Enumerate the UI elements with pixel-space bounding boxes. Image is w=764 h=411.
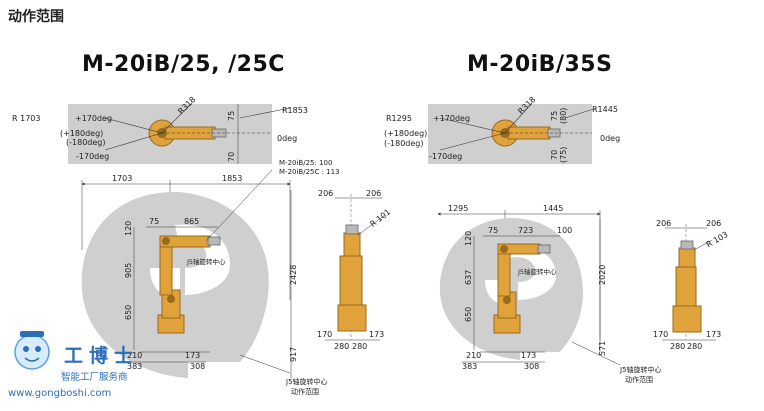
- right-side-dim-75: 75: [488, 226, 498, 235]
- right-side-j5-note-1: J5轴旋转中心: [619, 365, 662, 374]
- left-side-callout-1: M-20iB/25: 100: [279, 159, 332, 167]
- right-top-r-front: R1445: [592, 105, 618, 114]
- left-top-dim-70: 70: [227, 152, 236, 162]
- left-front-dim-206a: 206: [318, 189, 333, 198]
- left-side-dim-173: 173: [185, 351, 200, 360]
- right-side-dim-173: 173: [521, 351, 536, 360]
- left-side-dim-1703: 1703: [112, 174, 132, 183]
- right-front-dim-280a: 280: [670, 342, 685, 351]
- right-side-envelope: [439, 218, 584, 360]
- left-model-title: M-20iB/25, /25C: [82, 52, 285, 77]
- left-top-angle-neg-alt: (-180deg): [66, 138, 105, 147]
- left-side-dim-75: 75: [149, 217, 159, 226]
- right-side-j5-note-2: 动作范围: [625, 375, 653, 384]
- left-top-dim-75: 75: [227, 111, 236, 121]
- left-side-dim-917: 917: [289, 347, 298, 362]
- left-front-dim-170: 170: [317, 330, 332, 339]
- right-top-view: R1295 +170deg (+180deg) (-180deg) -170de…: [384, 95, 620, 164]
- left-side-dim-865: 865: [184, 217, 199, 226]
- right-model-title: M-20iB/35S: [467, 52, 613, 77]
- right-top-angle-neg: -170deg: [429, 152, 462, 161]
- right-side-dim-210: 210: [466, 351, 481, 360]
- left-top-angle-neg: -170deg: [76, 152, 109, 161]
- left-front-dim-206b: 206: [366, 189, 381, 198]
- right-front-r-label: R 103: [705, 230, 730, 249]
- watermark-name: 工博士: [64, 345, 140, 367]
- left-side-dim-1853: 1853: [222, 174, 242, 183]
- right-front-dim-170: 170: [653, 330, 668, 339]
- left-side-envelope: [81, 191, 269, 378]
- watermark-tagline: 智能工厂服务商: [61, 372, 128, 383]
- left-front-view: 206 206 R 101 170 173 280 280: [317, 189, 392, 351]
- left-top-zero: 0deg: [277, 134, 297, 143]
- left-side-robot: [157, 235, 221, 334]
- left-front-robot: [337, 224, 367, 332]
- right-side-view: 1295 1445 75 723 100 120 637 650 2020: [437, 204, 662, 384]
- left-side-j5-note-2: 动作范围: [291, 387, 319, 396]
- right-front-dim-280b: 280: [687, 342, 702, 351]
- right-front-dim-206a: 206: [656, 219, 671, 228]
- watermark-mascot-icon: [14, 331, 50, 370]
- right-top-angle-pos: +170deg: [433, 114, 470, 123]
- left-side-dim-905: 905: [124, 263, 133, 278]
- left-side-dim-383: 383: [127, 362, 142, 371]
- left-top-angle-pos-alt: (+180deg): [60, 129, 103, 138]
- left-side-dim-120: 120: [124, 221, 133, 236]
- right-side-dim-723: 723: [518, 226, 533, 235]
- left-side-callout-2: M-20iB/25C : 113: [279, 168, 340, 176]
- left-front-dim-280b: 280: [352, 342, 367, 351]
- right-top-r-outer: R1295: [386, 114, 412, 123]
- right-side-j5-label: J5轴旋转中心: [517, 267, 557, 276]
- left-side-dim-650: 650: [124, 305, 133, 320]
- left-top-angle-pos: +170deg: [75, 114, 112, 123]
- right-side-dim-1445: 1445: [543, 204, 563, 213]
- right-side-robot: [493, 243, 551, 334]
- right-side-dim-571: 571: [598, 341, 607, 356]
- right-side-dim-650: 650: [464, 307, 473, 322]
- right-top-dim-75: 75: [550, 111, 559, 121]
- right-top-dim-75b: (75): [559, 147, 568, 163]
- left-front-r-label: R 101: [368, 207, 392, 228]
- right-side-dim-2020: 2020: [598, 265, 607, 285]
- left-side-dim-308: 308: [190, 362, 205, 371]
- left-side-dim-210: 210: [127, 351, 142, 360]
- watermark-url: www.gongboshi.com: [8, 388, 112, 399]
- left-front-dim-173: 173: [369, 330, 384, 339]
- left-front-dim-280a: 280: [334, 342, 349, 351]
- page-heading: 动作范围: [8, 9, 64, 25]
- right-side-dim-308: 308: [524, 362, 539, 371]
- right-side-dim-100: 100: [557, 226, 572, 235]
- right-top-dim-70: 70: [550, 150, 559, 160]
- right-side-dim-1295: 1295: [448, 204, 468, 213]
- right-front-view: 206 206 R 103 170 173 280 280: [653, 219, 730, 351]
- right-front-dim-173: 173: [706, 330, 721, 339]
- left-side-j5-label: J5轴旋转中心: [186, 257, 226, 266]
- right-front-dim-206b: 206: [706, 219, 721, 228]
- left-top-r-front: R1853: [282, 106, 308, 115]
- right-side-dim-637: 637: [464, 270, 473, 285]
- right-side-dim-120: 120: [464, 231, 473, 246]
- right-front-robot: [672, 240, 702, 333]
- right-top-zero: 0deg: [600, 134, 620, 143]
- left-top-r-outer: R 1703: [12, 114, 40, 123]
- right-top-dim-80: (80): [559, 108, 568, 124]
- right-top-angle-neg-alt: (-180deg): [384, 139, 423, 148]
- right-top-angle-pos-alt: (+180deg): [384, 129, 427, 138]
- left-side-dim-2428: 2428: [289, 265, 298, 285]
- right-side-dim-383: 383: [462, 362, 477, 371]
- left-side-view: 1703 1853 75 865 120 905 650: [81, 159, 340, 396]
- left-top-view: R 1703 +170deg (+180deg) (-180deg) -170d…: [12, 95, 308, 164]
- left-side-j5-note-1: J5轴旋转中心: [285, 377, 328, 386]
